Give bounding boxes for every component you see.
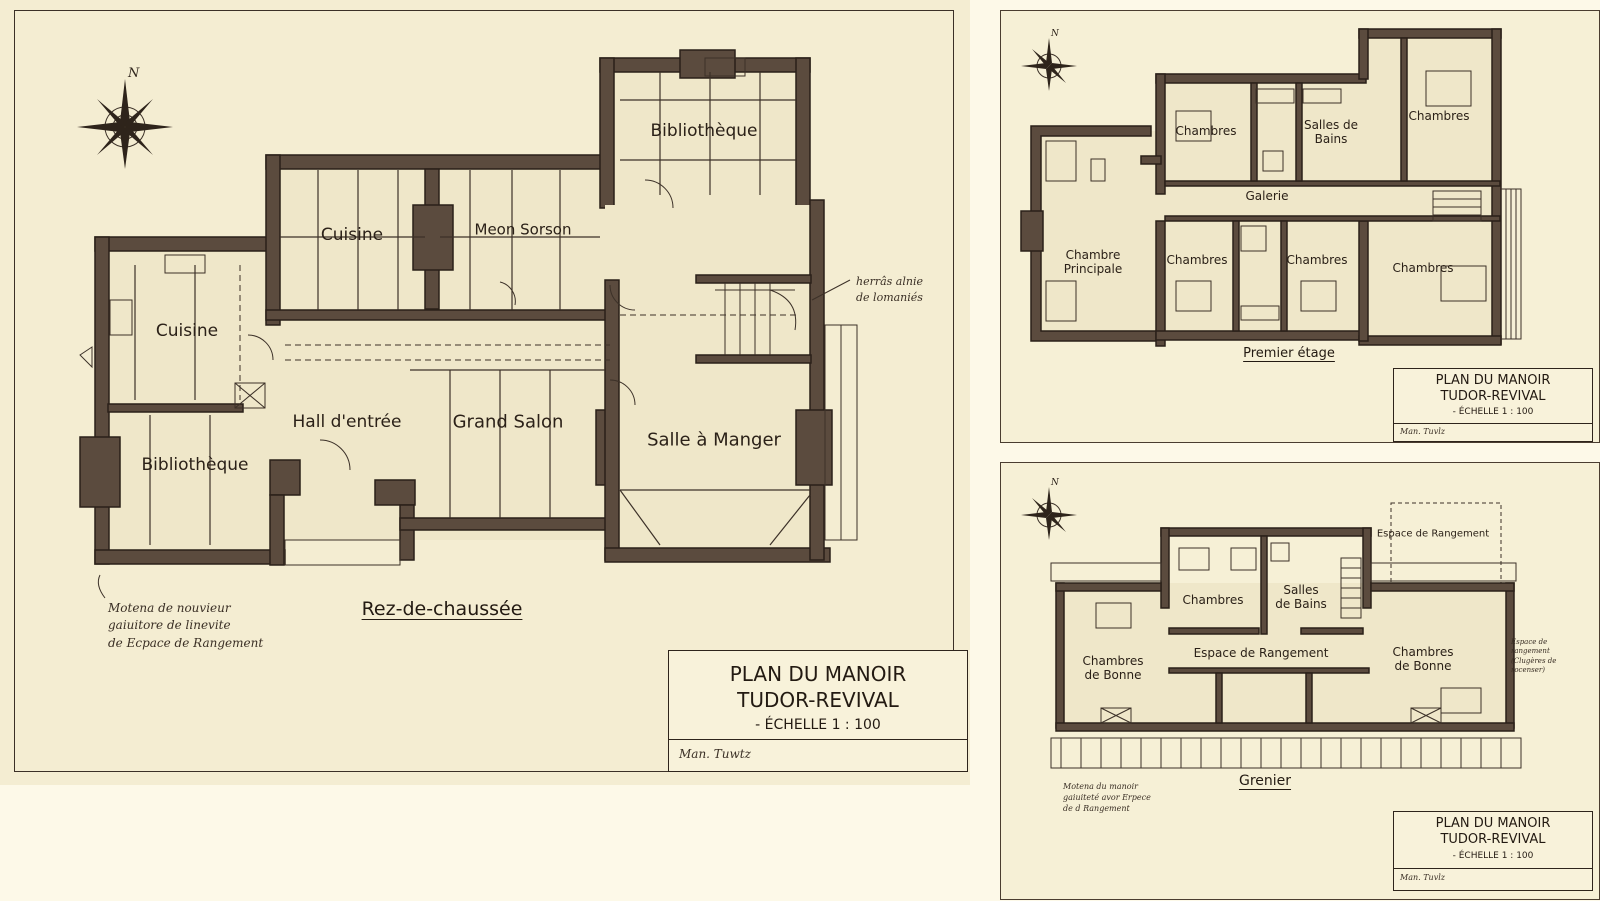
room-label-salles-de-bains-line-1: Salles de: [1303, 118, 1359, 133]
ground-floor-doors: [79, 179, 674, 471]
ground-floor-plan: N: [77, 49, 858, 599]
title-divider: [669, 739, 967, 740]
attic-title-block: PLAN DU MANOIR TUDOR-REVIVAL - ÉCHELLE 1…: [1393, 811, 1593, 891]
first-floor-fixtures: [1045, 70, 1522, 340]
ground-floor-sheet: N: [0, 0, 970, 785]
room-label-chambres-de-bonne-right-line-1: Chambres: [1392, 645, 1454, 660]
annotation-right-line-1: Espace de: [1511, 638, 1548, 646]
annotation-right-line-4: rocenser): [1511, 666, 1545, 675]
annotation-right-line-3: (Clugères de: [1511, 656, 1557, 665]
room-label-salles-de-bains-line-2: de Bains: [1275, 597, 1327, 611]
title-line-2: TUDOR-REVIVAL: [737, 688, 899, 712]
front-terrace: [284, 539, 401, 566]
compass-rose-icon: N: [77, 66, 173, 169]
room-label-bibliotheque-upper: Bibliothèque: [650, 121, 758, 142]
title-scale: - ÉCHELLE 1 : 100: [1452, 407, 1534, 417]
annotation-left-line-3: de d Rangement: [1063, 804, 1130, 814]
room-label-chambres-1: Chambres: [1175, 124, 1237, 139]
room-label-chambres-3: Chambres: [1166, 253, 1228, 268]
room-label-chambres-de-bonne-left-line-1: Chambres: [1082, 654, 1144, 669]
title-line-2: TUDOR-REVIVAL: [1440, 832, 1546, 847]
annotation-left-line-2: gaiuitore de linevite: [108, 618, 231, 633]
first-floor-title-block: PLAN DU MANOIR TUDOR-REVIVAL - ÉCHELLE 1…: [1393, 368, 1593, 442]
ground-floor-staircase: [715, 283, 797, 355]
title-scale: - ÉCHELLE 1 : 100: [755, 717, 881, 733]
attic-walls: [1050, 502, 1522, 769]
room-label-cuisine: Cuisine: [155, 321, 219, 342]
annotation-left: Motena de nouvieur gaiuitore de linevite…: [108, 600, 263, 652]
attic-fixtures: [1095, 542, 1482, 724]
title-scale: - ÉCHELLE 1 : 100: [1452, 851, 1534, 861]
room-label-chambres-4: Chambres: [1286, 253, 1348, 268]
room-label-chambre-principale-line-1: Chambre: [1065, 248, 1121, 263]
room-label-espace-de-rangement: Espace de Rangement: [1193, 646, 1329, 661]
room-label-espace-de-rangement-upper: Espace de Rangement: [1376, 528, 1490, 540]
room-label-chambres-de-bonne-right-line-2: de Bonne: [1394, 659, 1452, 673]
annotation-left-line-3: de Ecpace de Rangement: [108, 635, 264, 650]
title-signature: Man. Tuvlz: [1400, 873, 1445, 882]
first-floor-walls: [1020, 28, 1502, 347]
ground-floor-caption: Rez-de-chaussée: [361, 598, 523, 620]
annotation-right: Espace de rangement (Clugères de rocense…: [1511, 638, 1556, 676]
room-label-chambre-principale-line-2: Principale: [1063, 262, 1123, 276]
room-label-salles-de-bains-line-1: Salles: [1283, 583, 1319, 598]
svg-text:N: N: [1050, 29, 1060, 39]
room-label-salles-de-bains: Salles de Bains: [1303, 118, 1359, 147]
title-line-1: PLAN DU MANOIR: [729, 662, 907, 686]
room-label-meon-sorson: Meon Sorson: [474, 220, 572, 239]
room-label-chambres-de-bonne-left-line-2: de Bonne: [1084, 668, 1142, 682]
annotation-left: Motena du manoir gaiuiteté avor Erpece d…: [1063, 781, 1151, 815]
attic-sheet: N: [1000, 462, 1600, 900]
title-line-1: PLAN DU MANOIR: [1435, 816, 1551, 831]
annotation-left-line-2: gaiuiteté avor Erpece: [1063, 793, 1151, 803]
compass-rose-icon: N: [1021, 29, 1077, 91]
ground-floor-beams: [134, 72, 811, 546]
title-signature: Man. Tuvlz: [1400, 427, 1445, 436]
room-label-chambres-de-bonne-left: Chambres de Bonne: [1082, 654, 1144, 683]
annotation-left-line-1: Motena de nouvieur: [108, 601, 231, 615]
room-label-chambres: Chambres: [1182, 593, 1244, 608]
annotation-right: herrâs alnie de lomaniés: [856, 274, 923, 306]
annotation-left-line-1: Motena du manoir: [1063, 782, 1138, 791]
ground-floor-walls: [79, 49, 858, 566]
room-label-chambre-principale: Chambre Principale: [1063, 248, 1123, 277]
title-line-1: PLAN DU MANOIR: [1435, 373, 1551, 388]
ground-floor-title-block: PLAN DU MANOIR TUDOR-REVIVAL - ÉCHELLE 1…: [668, 650, 968, 772]
room-label-chambres-2: Chambres: [1408, 109, 1470, 124]
annotation-right-line-2: de lomaniés: [856, 290, 923, 304]
annotation-right-line-2: rangement: [1511, 647, 1550, 656]
room-label-salle-a-manger: Salle à Manger: [647, 429, 781, 451]
room-label-salles-de-bains: Salles de Bains: [1275, 583, 1327, 612]
compass-rose-icon: N: [1021, 478, 1077, 540]
room-label-hall-entree: Hall d'entrée: [292, 412, 402, 433]
svg-text:N: N: [127, 66, 140, 81]
title-signature: Man. Tuwtz: [679, 747, 751, 761]
room-label-salles-de-bains-line-2: Bains: [1314, 132, 1348, 146]
first-floor-caption: Premier étage: [1243, 346, 1335, 361]
ground-floor-frame: [14, 10, 954, 772]
svg-text:N: N: [1050, 478, 1060, 488]
annotation-right-line-1: herrâs alnie: [856, 275, 923, 288]
title-line-2: TUDOR-REVIVAL: [1440, 389, 1546, 404]
title-divider: [1394, 868, 1592, 869]
room-label-chambres-5: Chambres: [1392, 261, 1454, 276]
room-label-grand-salon: Grand Salon: [452, 411, 564, 433]
title-divider: [1394, 423, 1592, 424]
first-floor-sheet: N: [1000, 10, 1600, 443]
attic-caption: Grenier: [1238, 773, 1292, 789]
attic-plan: N: [1021, 478, 1522, 769]
room-label-bibliotheque: Bibliothèque: [141, 455, 249, 476]
room-label-chambres-de-bonne-right: Chambres de Bonne: [1392, 645, 1454, 674]
room-label-galerie: Galerie: [1245, 189, 1289, 204]
room-label-cuisine-upper: Cuisine: [320, 225, 384, 246]
first-floor-plan: N: [1020, 28, 1522, 347]
